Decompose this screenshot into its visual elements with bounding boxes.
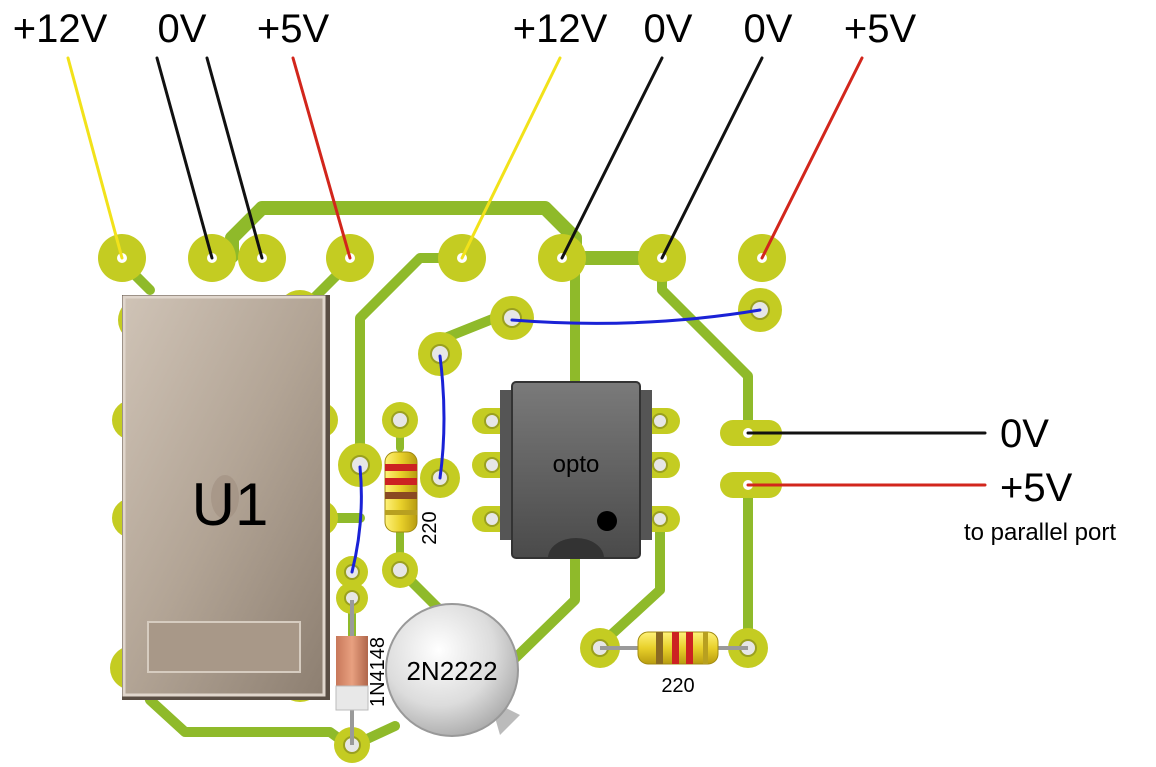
label-parallel-0v: 0V xyxy=(1000,412,1049,456)
trace-opto-bottom xyxy=(500,550,580,673)
pad-res1-bottom xyxy=(382,552,418,588)
jumper-top xyxy=(510,308,762,325)
wire-left-0v-a xyxy=(155,56,214,260)
label-right-0v-a: 0V xyxy=(644,7,693,51)
resistor-r2: 220 xyxy=(600,631,748,697)
relay-label: U1 xyxy=(192,471,269,538)
transistor-label: 2N2222 xyxy=(406,656,497,686)
diode-d1: 1N4148 xyxy=(335,600,389,745)
optocoupler: opto xyxy=(500,381,652,559)
label-left-5v: +5V xyxy=(257,7,330,51)
resistor-r1: 220 xyxy=(384,451,441,545)
resistor-2-value: 220 xyxy=(661,675,694,697)
voltage-labels: +12V 0V +5V +12V 0V 0V +5V 0V +5V to par… xyxy=(13,7,1117,546)
wire-right-12v xyxy=(460,56,562,260)
wire-right-5v xyxy=(760,56,864,260)
wire-right-0v-b xyxy=(660,56,764,260)
label-left-0v: 0V xyxy=(158,7,207,51)
label-parallel-5v: +5V xyxy=(1000,466,1073,510)
transistor-q1: 2N2222 xyxy=(385,603,520,737)
jumper-left xyxy=(350,465,363,574)
resistor-1-value: 220 xyxy=(419,511,441,544)
relay-u1: U1 xyxy=(122,295,330,700)
wire-right-0v-a xyxy=(560,56,664,260)
pad-jumper-top-left xyxy=(490,296,534,340)
label-right-0v-b: 0V xyxy=(744,7,793,51)
wire-left-12v xyxy=(66,56,124,260)
label-right-5v: +5V xyxy=(844,7,917,51)
pad-jumper-mid xyxy=(418,332,462,376)
trace-5v-right xyxy=(657,255,753,435)
label-right-12v: +12V xyxy=(513,7,608,51)
pad-left-mid xyxy=(338,443,382,487)
wire-left-0v-b xyxy=(205,56,264,260)
pad-res1-top xyxy=(382,402,418,438)
header-wires xyxy=(66,56,987,487)
wire-left-5v xyxy=(291,56,352,260)
diode-label: 1N4148 xyxy=(367,637,389,707)
trace-opto-pin-rightlow xyxy=(595,515,665,650)
label-parallel-caption: to parallel port xyxy=(964,519,1116,546)
pad-diode-top-2 xyxy=(336,582,368,614)
jumper-wires xyxy=(350,308,762,574)
jumper-opto xyxy=(438,354,446,480)
opto-label: opto xyxy=(553,451,600,478)
label-left-12v: +12V xyxy=(13,7,108,51)
